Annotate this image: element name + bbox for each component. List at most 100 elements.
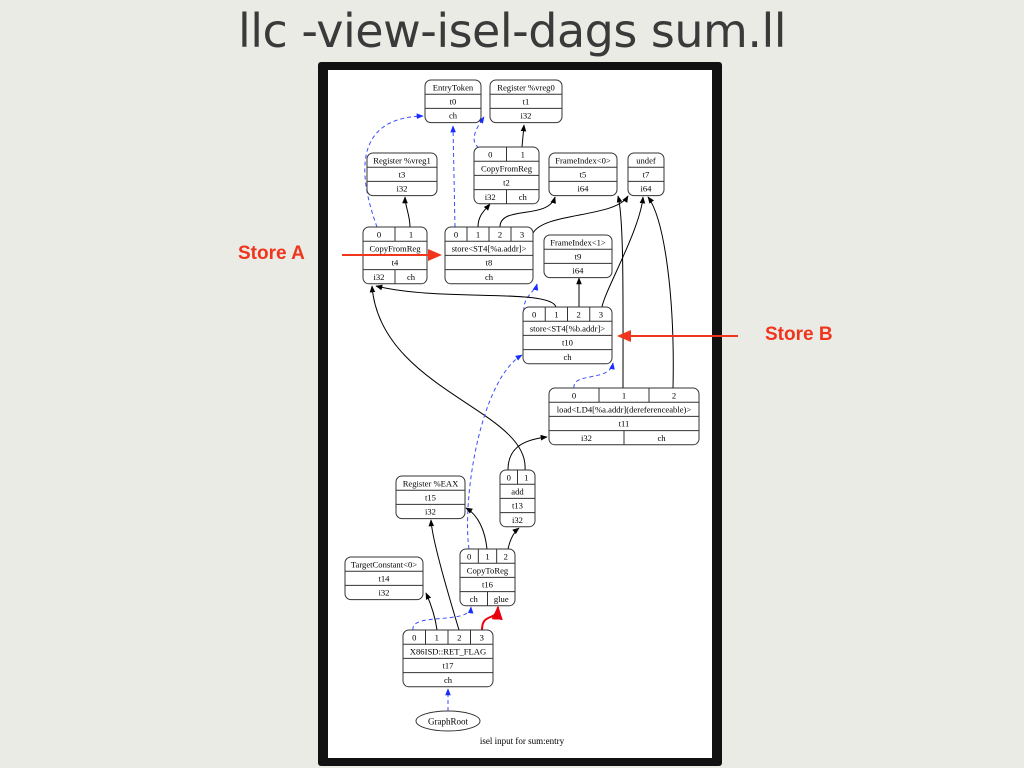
node-box bbox=[489, 79, 563, 124]
node-cell-label: 2 bbox=[672, 390, 676, 400]
node-cell-label: ch bbox=[470, 594, 479, 604]
node-cell-label: glue bbox=[494, 594, 509, 604]
edge-t4-t3 bbox=[402, 196, 411, 228]
edge-t10-t4 bbox=[375, 284, 557, 308]
node-cell-label: EntryToken bbox=[433, 82, 474, 92]
store-a-annotation: Store A bbox=[238, 243, 305, 264]
edge-t2-t1 bbox=[520, 124, 527, 148]
node-cell-label: CopyToReg bbox=[467, 566, 509, 576]
edge-t11-t10-chain bbox=[573, 362, 615, 389]
node-cell-label: undef bbox=[636, 155, 656, 165]
node-cell-label: i64 bbox=[641, 184, 653, 194]
dag-node-t7: undef t7 i64 bbox=[627, 152, 665, 197]
node-cell-label: i32 bbox=[374, 272, 385, 282]
edge-t8-t7 bbox=[532, 195, 629, 234]
node-cell-label: t5 bbox=[580, 170, 587, 180]
edge-t11-t5 bbox=[616, 195, 624, 389]
dag-node-t0: EntryToken t0 ch bbox=[424, 79, 482, 124]
graph-caption: isel input for sum:entry bbox=[480, 736, 565, 746]
node-cell-label: 2 bbox=[498, 229, 502, 239]
node-cell-label: 1 bbox=[622, 390, 626, 400]
node-cell-label: t0 bbox=[450, 97, 457, 107]
node-cell-label: i32 bbox=[379, 588, 390, 598]
dag-node-t5: FrameIndex<0> t5 i64 bbox=[548, 152, 618, 197]
store-a-arrow bbox=[342, 254, 430, 256]
node-cell-label: t3 bbox=[399, 170, 406, 180]
node-cell-label: 0 bbox=[454, 229, 458, 239]
store-b-arrow bbox=[630, 335, 738, 337]
node-cell-label: i32 bbox=[581, 433, 592, 443]
node-cell-label: 0 bbox=[572, 390, 576, 400]
store-b-annotation: Store B bbox=[765, 324, 833, 345]
node-cell-label: t13 bbox=[512, 501, 523, 511]
node-box bbox=[543, 234, 613, 279]
node-cell-label: 1 bbox=[485, 551, 489, 561]
edge-t17-t14 bbox=[425, 592, 438, 631]
node-cell-label: ch bbox=[519, 192, 528, 202]
node-box bbox=[395, 475, 466, 520]
node-cell-label: 3 bbox=[480, 632, 484, 642]
node-cell-label: t7 bbox=[643, 170, 650, 180]
node-cell-label: 0 bbox=[488, 149, 492, 159]
node-cell-label: store<ST4[%a.addr]> bbox=[452, 244, 527, 254]
node-cell-label: i32 bbox=[425, 507, 436, 517]
edge-t8-t2 bbox=[477, 203, 491, 228]
edge-t2-t0-chain bbox=[473, 116, 485, 149]
node-cell-label: t14 bbox=[379, 574, 391, 584]
store-a-arrowhead bbox=[428, 249, 442, 261]
node-cell-label: i32 bbox=[485, 192, 496, 202]
graph-root-label: GraphRoot bbox=[428, 717, 468, 727]
node-box bbox=[366, 152, 438, 197]
node-cell-label: store<ST4[%b.addr]> bbox=[530, 324, 605, 334]
edge-t8-t0-chain bbox=[450, 125, 456, 228]
node-cell-label: FrameIndex<0> bbox=[555, 155, 611, 165]
edge-t16-t10-chain bbox=[467, 354, 523, 550]
node-cell-label: 1 bbox=[524, 472, 528, 482]
node-cell-label: t15 bbox=[425, 493, 436, 503]
node-cell-label: FrameIndex<1> bbox=[550, 237, 606, 247]
node-cell-label: t10 bbox=[562, 338, 573, 348]
node-cell-label: i64 bbox=[578, 184, 590, 194]
node-cell-label: t1 bbox=[523, 97, 530, 107]
node-cell-label: 1 bbox=[554, 309, 558, 319]
edge-t17-t15 bbox=[428, 519, 460, 631]
node-cell-label: CopyFromReg bbox=[481, 164, 533, 174]
edge-t17-t16-chain bbox=[412, 606, 474, 631]
node-cell-label: 3 bbox=[599, 309, 603, 319]
node-box bbox=[344, 556, 424, 601]
node-box bbox=[548, 152, 618, 197]
node-cell-label: load<LD4[%a.addr](dereferenceable)> bbox=[557, 405, 692, 415]
node-cell-label: 1 bbox=[521, 149, 525, 159]
node-cell-label: 2 bbox=[504, 551, 508, 561]
node-cell-label: t4 bbox=[392, 258, 399, 268]
node-cell-label: i32 bbox=[397, 184, 408, 194]
edge-t13-t4 bbox=[369, 285, 526, 471]
node-cell-label: ch bbox=[407, 272, 416, 282]
node-cell-label: 0 bbox=[412, 632, 416, 642]
node-cell-label: X86ISD::RET_FLAG bbox=[410, 647, 486, 657]
node-cell-label: 1 bbox=[409, 229, 413, 239]
node-cell-label: t8 bbox=[486, 258, 493, 268]
store-b-arrowhead bbox=[617, 330, 631, 342]
node-cell-label: ch bbox=[449, 111, 458, 121]
node-cell-label: t17 bbox=[443, 661, 455, 671]
node-cell-label: t9 bbox=[575, 252, 582, 262]
edge-t8-t5 bbox=[499, 196, 556, 228]
node-cell-label: 2 bbox=[457, 632, 461, 642]
node-cell-label: 1 bbox=[476, 229, 480, 239]
node-cell-label: 2 bbox=[576, 309, 580, 319]
node-box bbox=[627, 152, 665, 197]
node-cell-label: ch bbox=[563, 352, 572, 362]
edge-t13-t11 bbox=[507, 434, 548, 471]
edge-t11-t7 bbox=[647, 196, 674, 389]
